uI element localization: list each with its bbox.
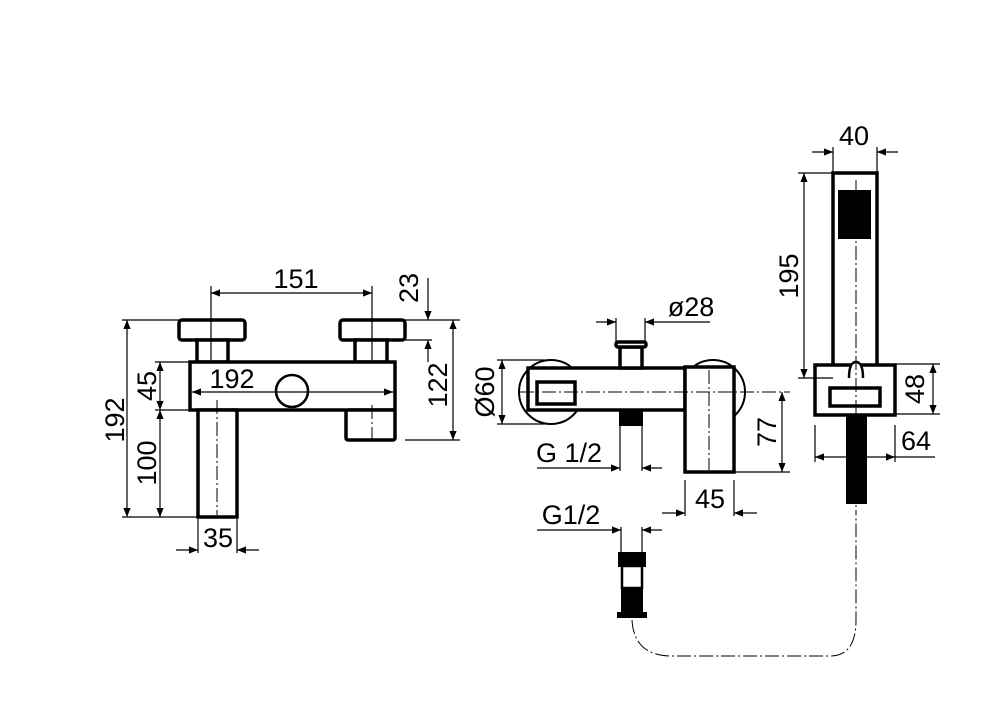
dim-outlet-diameter: ø28 xyxy=(668,292,715,322)
left-handle xyxy=(177,318,247,342)
dim-total-height: 192 xyxy=(100,397,130,442)
dim-handle-spacing: 151 xyxy=(273,264,318,294)
spout-cap xyxy=(535,380,577,406)
dim-spout-width: 35 xyxy=(203,523,233,553)
top-outlet xyxy=(618,345,644,370)
dim-handle-height: 23 xyxy=(394,273,424,303)
inlet-nut xyxy=(619,409,643,426)
hose-path xyxy=(631,510,857,657)
front-view: 151 192 45 100 192 23 122 35 xyxy=(100,264,460,554)
shower-outlet xyxy=(344,408,397,442)
top-outlet-cap xyxy=(614,340,648,349)
hand-shower-view: 40 195 48 64 xyxy=(774,121,940,510)
dim-lever-height: 77 xyxy=(752,417,782,447)
dim-head-width: 40 xyxy=(839,121,869,151)
left-nut xyxy=(195,338,230,364)
hose-thread xyxy=(846,414,867,504)
dim-outlet-height: 122 xyxy=(423,362,453,407)
dim-holder-width: 64 xyxy=(901,426,931,456)
dim-holder-height: 48 xyxy=(900,374,930,404)
dim-spout-length: 100 xyxy=(132,440,162,485)
right-nut xyxy=(353,338,389,364)
dim-inlet-thread: G 1/2 xyxy=(536,438,602,468)
side-view: ø28 Ø60 G 1/2 77 45 G1/2 xyxy=(470,292,857,657)
diverter-knob xyxy=(274,373,310,409)
dim-head-length: 195 xyxy=(774,253,804,298)
dim-lever-width: 45 xyxy=(695,484,725,514)
spray-face xyxy=(838,190,871,239)
dim-cover-diameter: Ø60 xyxy=(470,366,500,417)
holder-nut xyxy=(828,386,882,408)
dim-hose-thread: G1/2 xyxy=(542,500,601,530)
hose-fitting xyxy=(617,552,647,618)
dim-body-width: 192 xyxy=(209,364,254,394)
dim-body-height: 45 xyxy=(132,371,162,401)
